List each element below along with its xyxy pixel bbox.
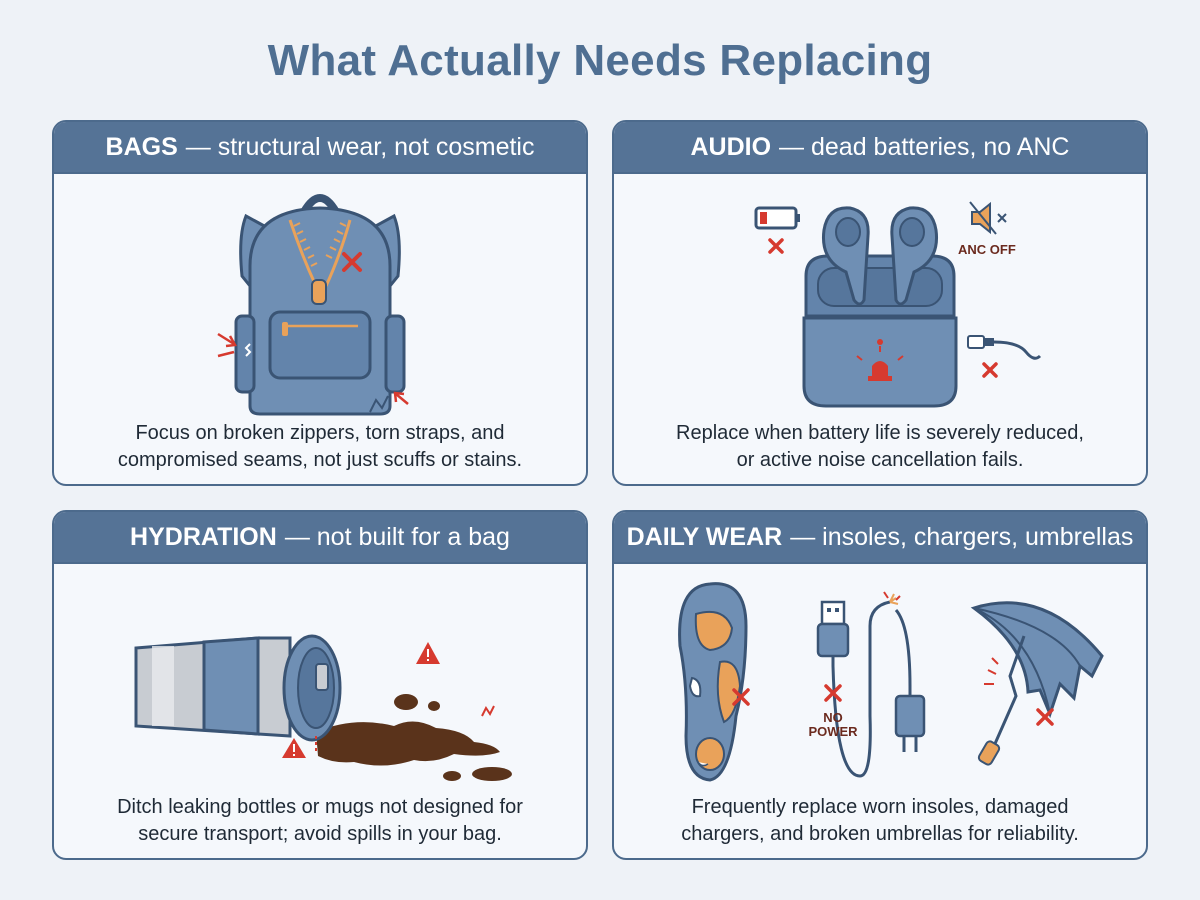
card-header-text: — not built for a bag xyxy=(284,522,510,551)
backpack-icon xyxy=(217,194,409,416)
card-bags: BAGS — structural wear, not cosmetic xyxy=(52,120,588,486)
warning-triangle-icon xyxy=(416,642,440,664)
anc-off-label: ANC OFF xyxy=(958,242,1016,257)
card-caption: Frequently replace worn insoles, damaged… xyxy=(681,796,1079,845)
no-power-label-1: NO xyxy=(823,710,843,725)
muted-speaker-icon xyxy=(969,201,1007,235)
card-header-text: — dead batteries, no ANC xyxy=(779,132,1070,161)
card-caption: Focus on broken zippers, torn straps, an… xyxy=(117,422,523,471)
earbuds-icon: ANC OFF xyxy=(754,201,1042,408)
spill-icon xyxy=(316,694,512,781)
card-caption: Replace when battery life is severely re… xyxy=(676,422,1084,471)
charging-case-icon xyxy=(802,254,958,408)
x-mark-icon xyxy=(342,252,362,272)
frayed-charger-icon xyxy=(816,591,926,778)
card-header: DAILY WEAR — insoles, chargers, umbrella… xyxy=(614,512,1146,564)
worn-insole-icon xyxy=(678,582,750,782)
card-header-text: — insoles, chargers, umbrellas xyxy=(790,522,1134,551)
card-header-bold: DAILY WEAR xyxy=(626,522,783,551)
daily-wear-icons: NO POWER xyxy=(678,582,1104,782)
audio-illustration: ANC OFF xyxy=(614,176,1146,422)
daily-wear-illustration: NO POWER xyxy=(614,566,1146,794)
card-header: BAGS — structural wear, not cosmetic xyxy=(54,122,586,174)
card-header-bold: BAGS xyxy=(105,132,178,161)
hydration-illustration xyxy=(54,566,586,794)
card-hydration: HYDRATION — not built for a bag xyxy=(52,510,588,860)
alarm-light-icon xyxy=(856,346,904,381)
charging-cable-icon xyxy=(967,335,1042,378)
card-caption: Ditch leaking bottles or mugs not design… xyxy=(117,796,523,845)
card-header-bold: AUDIO xyxy=(690,132,772,161)
low-battery-icon xyxy=(754,206,800,254)
no-power-label-2: POWER xyxy=(808,724,858,739)
tipped-tumbler-icon xyxy=(134,634,512,781)
card-header-bold: HYDRATION xyxy=(130,522,277,551)
card-header: AUDIO — dead batteries, no ANC xyxy=(614,122,1146,174)
page-title: What Actually Needs Replacing xyxy=(267,36,933,85)
bags-illustration xyxy=(54,176,586,422)
broken-umbrella-icon xyxy=(970,601,1104,766)
card-audio: AUDIO — dead batteries, no ANC xyxy=(612,120,1148,486)
card-header-text: — structural wear, not cosmetic xyxy=(185,132,535,161)
card-header: HYDRATION — not built for a bag xyxy=(54,512,586,564)
card-daily-wear: DAILY WEAR — insoles, chargers, umbrella… xyxy=(612,510,1148,860)
